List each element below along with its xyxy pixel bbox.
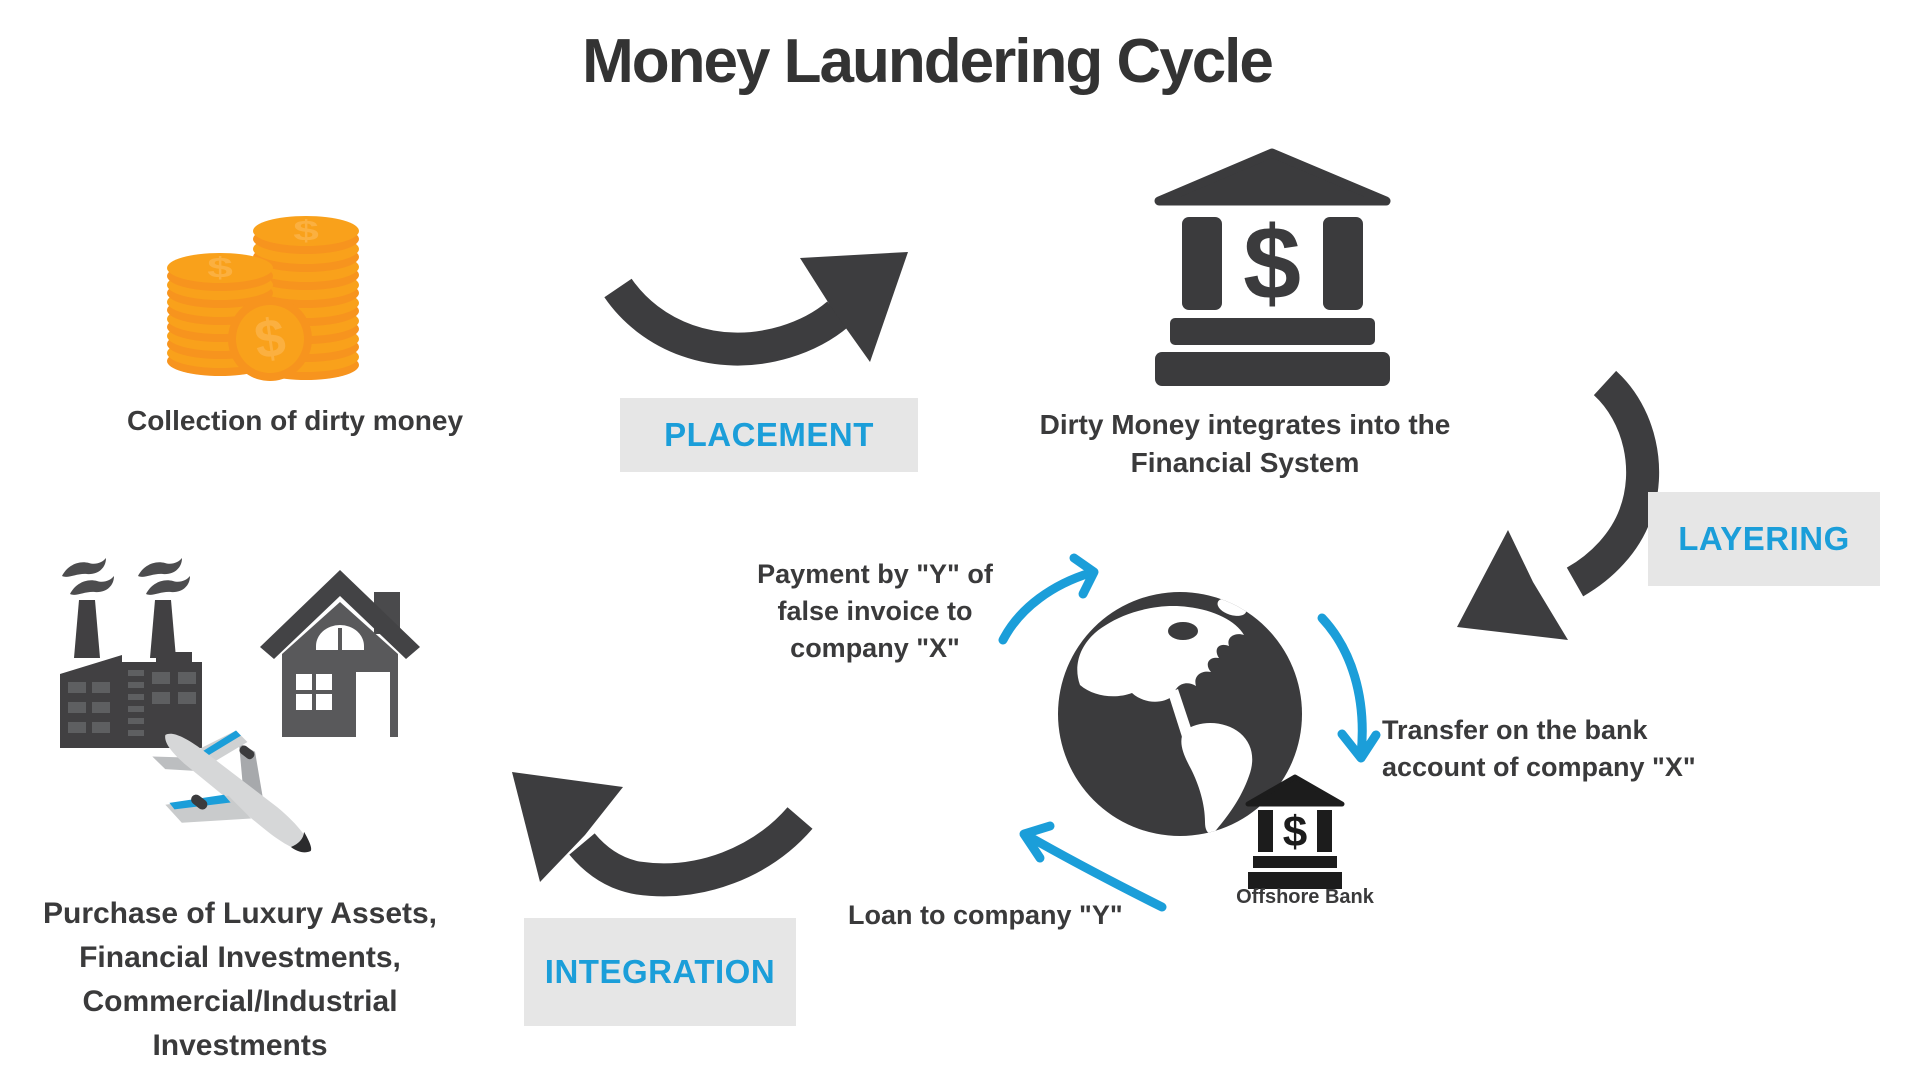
- placement-label-text: PLACEMENT: [664, 416, 874, 453]
- bank-icon: $: [1154, 148, 1391, 386]
- svg-text:$: $: [1243, 206, 1301, 322]
- payment-annotation: Payment by "Y" of false invoice to compa…: [757, 559, 993, 663]
- dirty-money-coins-icon: $ $ $: [167, 215, 359, 381]
- placement-stage-label: PLACEMENT: [620, 398, 918, 472]
- offshore-bank-icon: $: [1245, 774, 1345, 889]
- svg-text:$: $: [293, 215, 319, 247]
- layering-label-text: LAYERING: [1678, 520, 1850, 557]
- integration-stage-label: INTEGRATION: [524, 918, 796, 1026]
- collection-caption: Collection of dirty money: [126, 405, 464, 436]
- coin-front: $: [228, 297, 312, 381]
- transfer-annotation: Transfer on the bank account of company …: [1382, 715, 1696, 782]
- cycle-arrow-loan-icon: [1019, 821, 1167, 912]
- svg-text:$: $: [207, 252, 233, 284]
- house-icon: [260, 570, 420, 737]
- layering-arrow-icon: [1457, 370, 1660, 640]
- cycle-arrow-payment-icon: [998, 553, 1099, 645]
- purchase-caption: Purchase of Luxury Assets, Financial Inv…: [42, 897, 438, 1062]
- cycle-arrow-transfer-icon: [1317, 613, 1381, 763]
- placement-arrow-icon: [604, 252, 908, 366]
- layering-cycle-graphic: $: [998, 553, 1381, 912]
- loan-annotation: Loan to company "Y": [848, 900, 1123, 930]
- svg-text:$: $: [1283, 808, 1307, 857]
- offshore-bank-label: Offshore Bank: [1236, 886, 1374, 908]
- integration-label-text: INTEGRATION: [544, 953, 776, 990]
- airplane-icon: [152, 730, 312, 853]
- layering-stage-label: LAYERING: [1648, 492, 1880, 586]
- integration-arrow-icon: [512, 772, 813, 897]
- globe-icon: [1058, 592, 1302, 836]
- page-title: Money Laundering Cycle: [582, 27, 1274, 96]
- bank-caption: Dirty Money integrates into the Financia…: [1039, 409, 1451, 478]
- factory-icon: [60, 558, 202, 748]
